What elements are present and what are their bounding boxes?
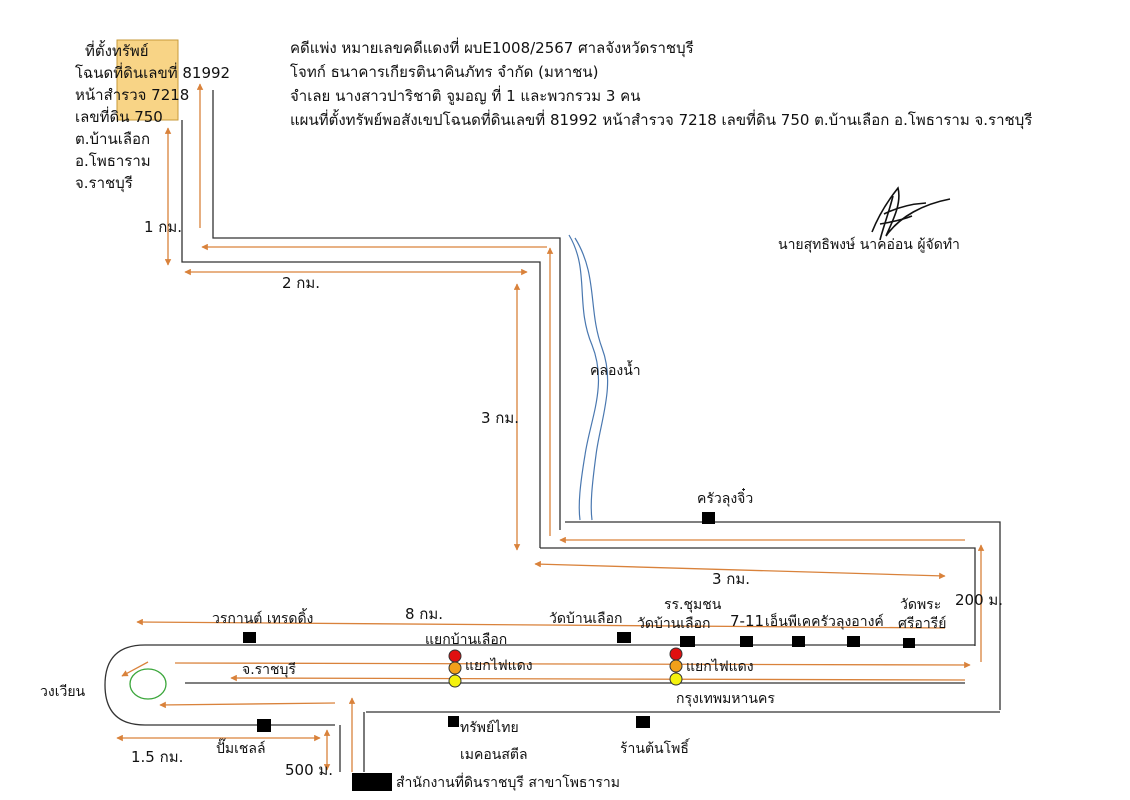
label-wat-phra-line1: วัดพระ — [900, 597, 942, 613]
label-woragan-trading: วรกานต์ เทรดดิ้ง — [212, 611, 314, 627]
label-seven-eleven: 7-11 — [730, 612, 765, 630]
traffic-light-1-red — [448, 649, 462, 663]
property-location-box[interactable] — [116, 39, 179, 121]
label-wat-ban-lueak: วัดบ้านเลือก — [549, 611, 623, 627]
label-ton-pho-shop: ร้านต้นโพธิ์ — [620, 741, 689, 757]
traffic-light-1 — [448, 649, 462, 688]
property-district: อ.โพธาราม — [75, 152, 151, 170]
distance-3km-vertical: 3 กม. — [481, 409, 520, 427]
distance-3km-horizontal: 3 กม. — [712, 570, 751, 588]
distance-500m: 500 ม. — [285, 761, 334, 779]
road-roundabout-loop — [104, 644, 146, 726]
label-khrua-lung-jiw: ครัวลุงจิ๋ว — [697, 491, 754, 507]
distance-1km: 1 กม. — [144, 218, 183, 236]
arrow-roundabout-turn — [121, 661, 149, 677]
traffic-light-2-red — [669, 647, 683, 661]
label-roundabout: วงเวียน — [40, 684, 86, 700]
label-land-office: สำนักงานที่ดินราชบุรี สาขาโพธาราม — [396, 775, 620, 791]
case-line-3: จำเลย นางสาวปาริชาติ จูมอญ ที่ 1 และพวกร… — [290, 87, 641, 105]
traffic-light-2-yellow — [669, 672, 683, 686]
road-upper-left-edge — [181, 120, 541, 548]
road-upper-right-edge — [212, 90, 561, 530]
traffic-light-1-amber — [448, 661, 462, 675]
canal-left-bank — [568, 234, 600, 521]
case-line-2: โจทก์ ธนาคารเกียรตินาคินภัทร จำกัด (มหาช… — [290, 63, 599, 81]
marker-wat-ban-lueak — [617, 632, 631, 643]
label-to-bangkok: กรุงเทพมหานคร — [676, 691, 775, 707]
label-shell-station: ปั๊มเชลล์ — [216, 741, 266, 757]
road-network — [104, 90, 1001, 772]
marker-sapthai — [448, 716, 459, 727]
marker-woragan-trading — [243, 632, 256, 643]
property-land-no: เลขที่ดิน 750 — [75, 108, 163, 126]
distance-8km: 8 กม. — [405, 605, 444, 623]
property-deed: โฉนดที่ดินเลขที่ 81992 — [75, 64, 231, 82]
property-subdistrict: ต.บ้านเลือก — [75, 130, 151, 148]
label-to-ratchaburi: จ.ราชบุรี — [242, 662, 296, 678]
roundabout-circle — [129, 668, 167, 700]
case-line-1: คดีแพ่ง หมายเลขคดีแดงที่ ผบE1008/2567 ศา… — [290, 39, 694, 57]
distance-2km: 2 กม. — [282, 274, 321, 292]
label-canal: คลองน้ำ — [590, 363, 641, 379]
route-arrows — [116, 83, 985, 772]
label-traffic-light-2: แยกไฟแดง — [686, 659, 754, 675]
property-province: จ.ราชบุรี — [75, 174, 133, 192]
property-info: ที่ตั้งทรัพย์ โฉนดที่ดินเลขที่ 81992 หน้… — [75, 40, 230, 194]
property-title: ที่ตั้งทรัพย์ — [85, 42, 149, 60]
road-mid-bottom-edge — [540, 547, 976, 646]
label-sapthai-line1: ทรัพย์ไทย — [460, 720, 519, 736]
marker-school — [680, 636, 695, 647]
arrow-3km-horizontal — [534, 560, 946, 580]
distance-200m: 200 ม. — [955, 591, 1004, 609]
arrow-8km — [136, 618, 946, 629]
label-wat-phra-line2: ศรีอารีย์ — [898, 616, 947, 632]
marker-shell-station — [257, 719, 271, 732]
marker-khrua-lung-jiw — [702, 512, 715, 524]
label-school-line2: วัดบ้านเลือก — [637, 616, 711, 632]
marker-land-office — [352, 773, 392, 791]
marker-wat-phra — [903, 638, 915, 648]
marker-np-kitchen-2 — [847, 636, 860, 647]
label-traffic-light-1: แยกไฟแดง — [465, 658, 533, 674]
marker-np-kitchen-1 — [792, 636, 805, 647]
traffic-light-2 — [669, 647, 683, 686]
arrow-main-bottom-left — [159, 701, 336, 709]
label-school-line1: รร.ชุมชน — [664, 597, 722, 613]
signature-mark — [871, 186, 951, 241]
signature-caption: นายสุทธิพงษ์ นาคอ่อน ผู้จัดทำ — [778, 237, 960, 253]
case-line-4: แผนที่ตั้งทรัพย์พอสังเขปโฉนดที่ดินเลขที่… — [290, 111, 1033, 129]
canal-right-bank — [574, 237, 609, 521]
traffic-light-1-yellow — [448, 674, 462, 688]
distance-1-5km: 1.5 กม. — [131, 748, 184, 766]
marker-seven-eleven — [740, 636, 753, 647]
arrow-main-right — [174, 661, 971, 669]
canal-lines — [568, 234, 609, 521]
property-survey: หน้าสำรวจ 7218 — [75, 86, 190, 104]
arrow-main-left — [230, 674, 966, 682]
traffic-light-2-amber — [669, 659, 683, 673]
label-np-kitchen: เอ็นพีเคครัวลุงอางค์ — [765, 614, 884, 630]
marker-ton-pho-shop — [636, 716, 650, 728]
label-junction-ban-lueak: แยกบ้านเลือก — [425, 632, 508, 648]
label-sapthai-line2: เมคอนสตีล — [460, 747, 528, 763]
